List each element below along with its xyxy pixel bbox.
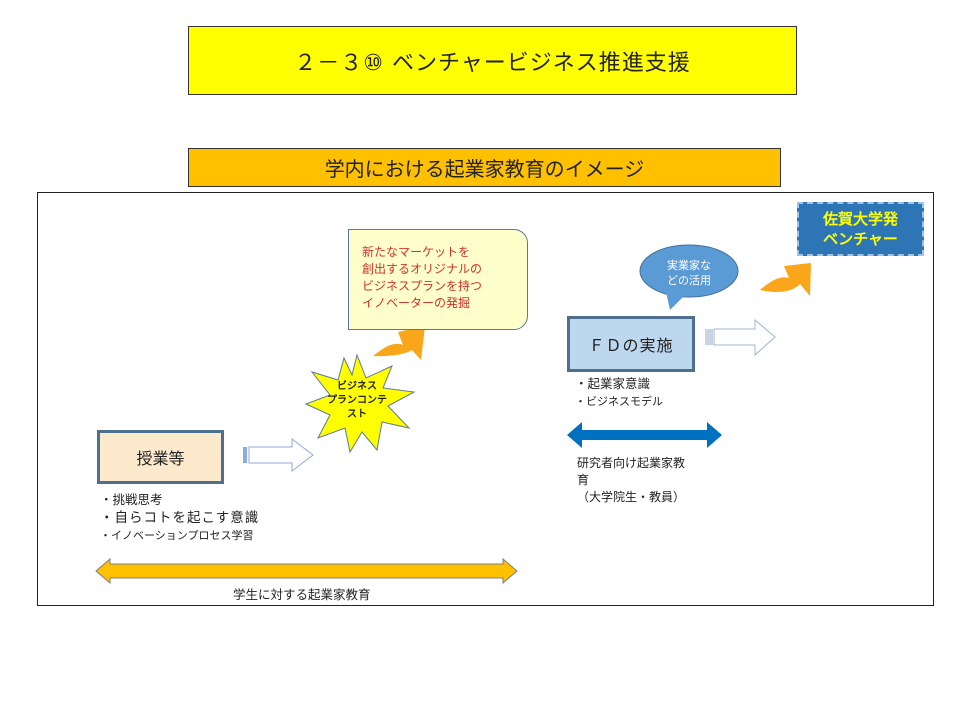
venture-line: 佐賀大学発: [822, 210, 898, 228]
star-line: プランコンテ: [327, 395, 387, 406]
researcher-line: （大学院生・教員）: [577, 490, 686, 504]
bullet-item: ・挑戦思考: [100, 492, 163, 507]
callout-line: 創出するオリジナルの: [362, 262, 483, 276]
bubble-line: どの活用: [667, 274, 711, 287]
bullet-item: ・起業家意識: [575, 376, 651, 391]
hollow-arrow-icon: [243, 437, 314, 473]
classes-bullets: ・挑戦思考 ・自らコトを起こす意識 ・イノベーションプロセス学習: [100, 491, 259, 545]
diagram-subtitle: 学内における起業家教育のイメージ: [188, 148, 781, 187]
innovator-callout: 新たなマーケットを 創出するオリジナルの ビジネスプランを持つ イノベーターの発…: [348, 229, 528, 330]
researcher-line: 育: [577, 473, 590, 487]
star-line: スト: [347, 409, 367, 420]
bullet-item: ・ビジネスモデル: [575, 395, 663, 408]
star-line: ビジネス: [337, 381, 377, 392]
curved-arrow-icon: [373, 326, 425, 360]
bubble-text: 実業家な どの活用: [640, 258, 738, 288]
saga-venture-box: 佐賀大学発 ベンチャー: [797, 202, 924, 256]
business-plan-contest-label: ビジネス プランコンテ スト: [320, 380, 394, 422]
bullet-item: ・自らコトを起こす意識: [100, 510, 260, 526]
fd-bullets: ・起業家意識 ・ビジネスモデル: [575, 375, 663, 411]
researcher-label: 研究者向け起業家教 育 （大学院生・教員）: [577, 455, 685, 506]
starburst-shape: [304, 353, 416, 454]
bullet-item: ・イノベーションプロセス学習: [100, 529, 254, 542]
researcher-double-arrow: [567, 422, 722, 448]
callout-line: イノベーターの発掘: [362, 296, 471, 310]
callout-line: 新たなマーケットを: [362, 245, 471, 259]
researcher-line: 研究者向け起業家教: [577, 456, 686, 470]
classes-box: 授業等: [97, 430, 224, 484]
diagram-frame: [37, 192, 934, 606]
hollow-arrow-icon: [705, 318, 776, 357]
fd-box: ＦＤの実施: [567, 316, 695, 372]
callout-line: ビジネスプランを持つ: [362, 279, 483, 293]
student-double-arrow: [95, 557, 518, 585]
venture-line: ベンチャー: [823, 230, 898, 248]
bubble-line: 実業家な: [667, 259, 711, 272]
student-education-label: 学生に対する起業家教育: [233, 587, 371, 602]
curved-arrow-icon: [760, 263, 811, 296]
page-title: ２－３⑩ ベンチャービジネス推進支援: [188, 26, 797, 95]
speech-bubble: [639, 244, 739, 310]
